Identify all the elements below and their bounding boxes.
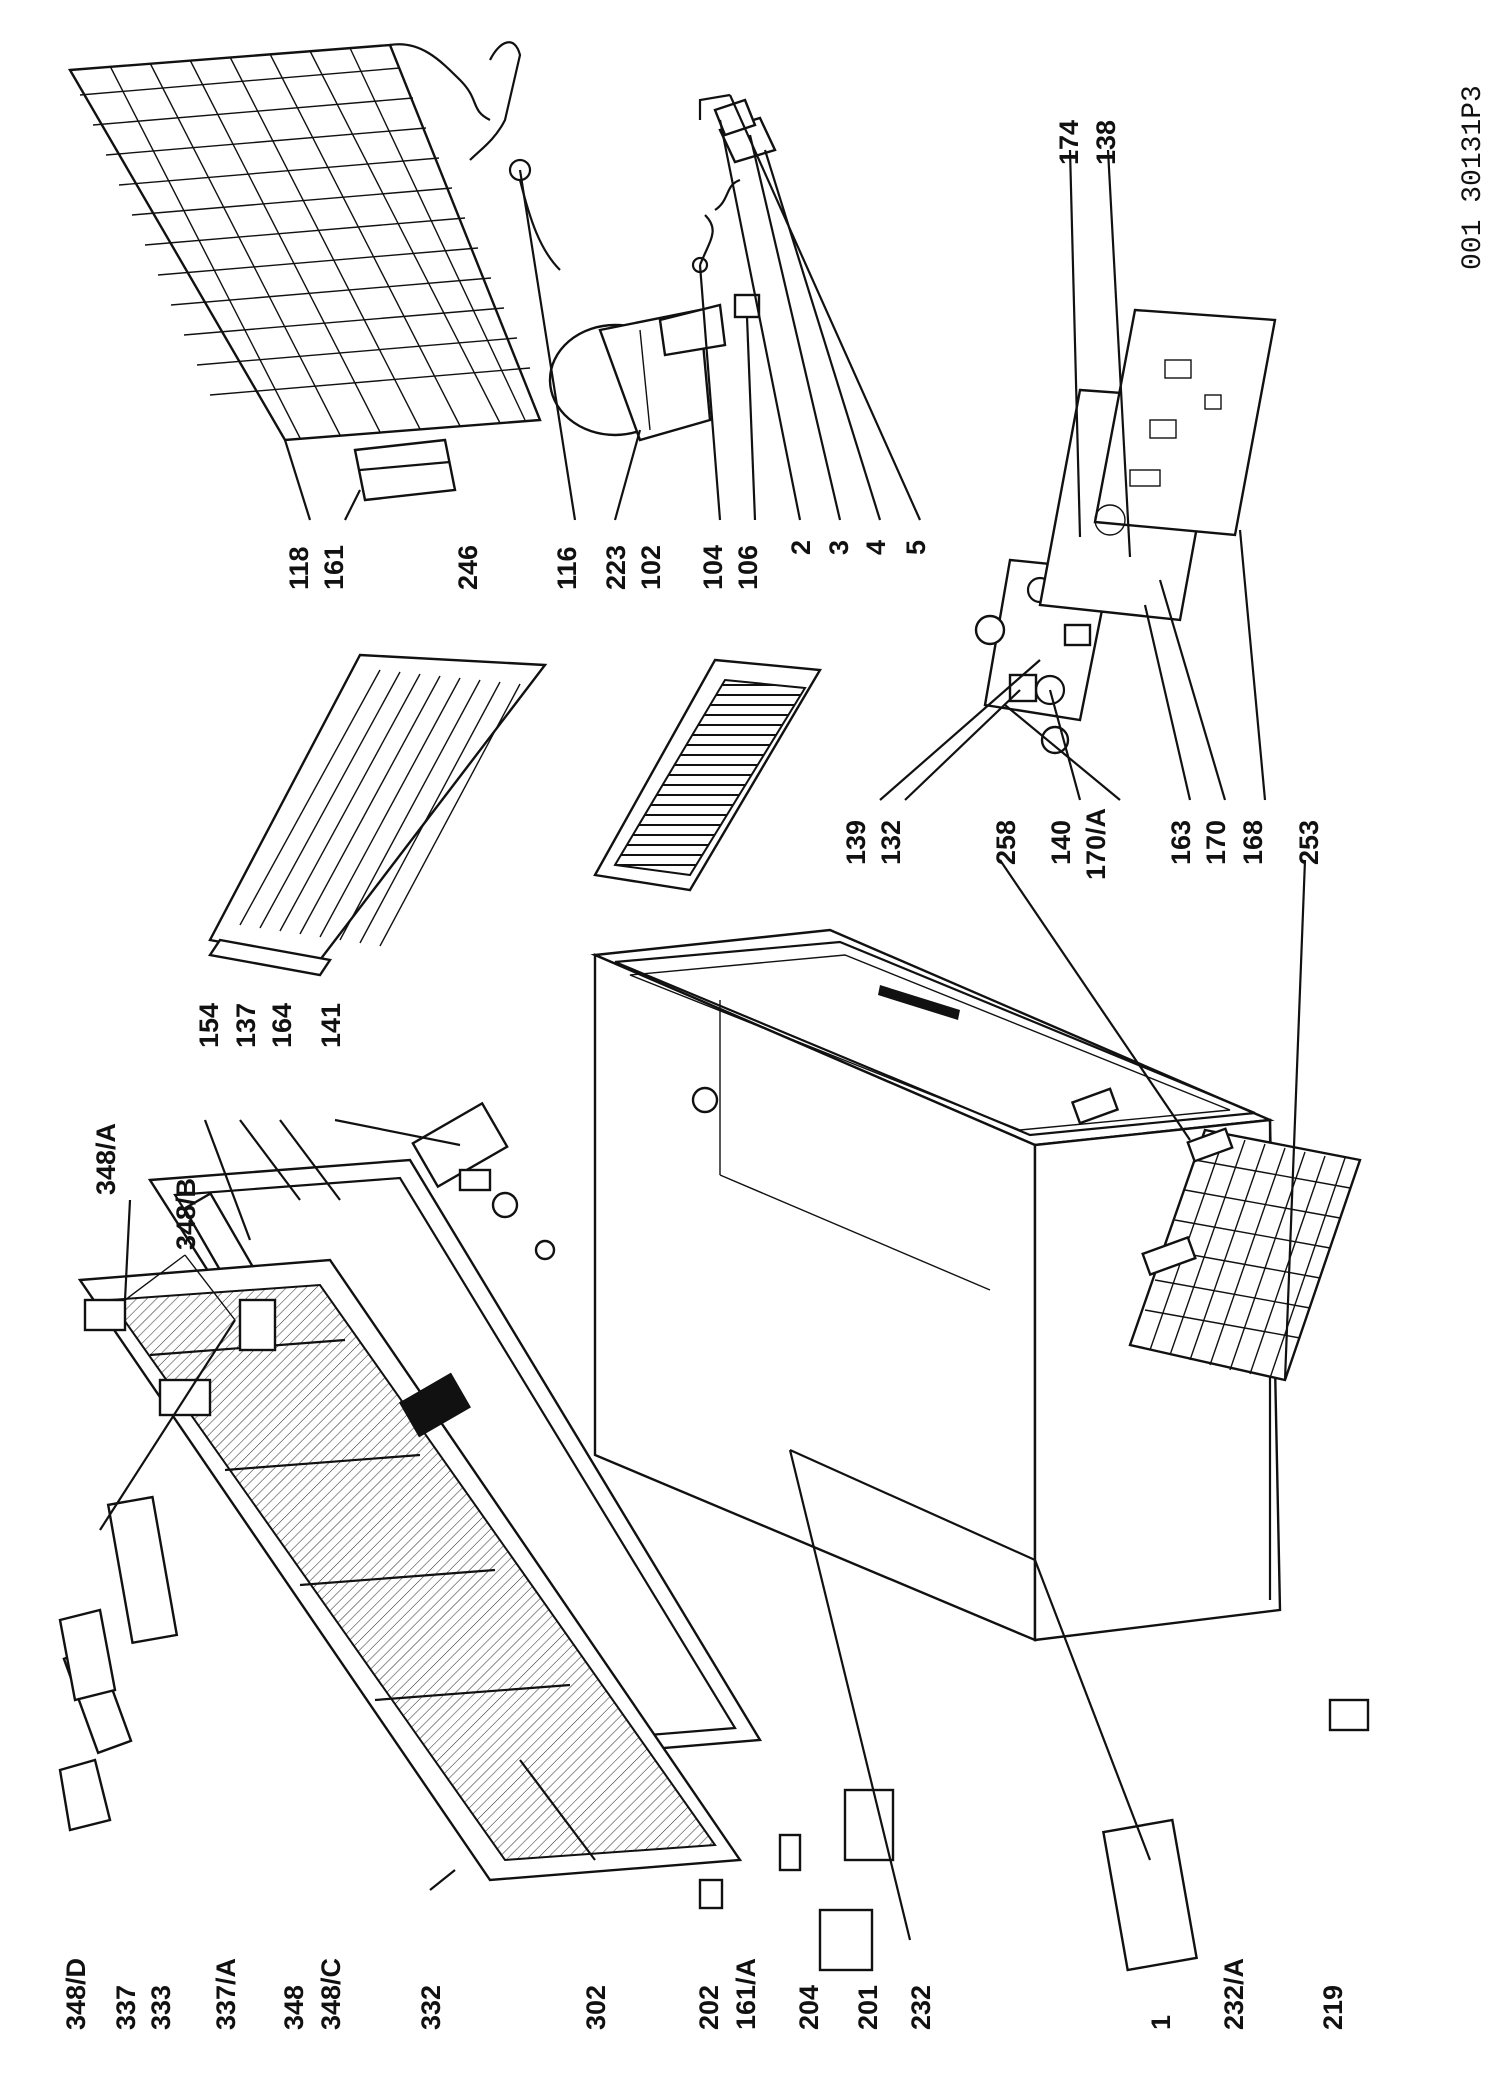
label-348c: 348/C bbox=[316, 1958, 346, 2030]
label-163: 163 bbox=[1166, 820, 1196, 865]
evaporator-tray bbox=[207, 653, 548, 977]
label-332: 332 bbox=[416, 1985, 446, 2030]
label-141: 141 bbox=[316, 1003, 346, 1048]
label-138: 138 bbox=[1091, 120, 1121, 165]
label-348b: 348/B bbox=[171, 1178, 201, 1250]
label-3: 3 bbox=[824, 540, 854, 555]
freezer-lid bbox=[77, 1258, 743, 1882]
label-174: 174 bbox=[1054, 120, 1084, 165]
label-170a: 170/A bbox=[1081, 808, 1111, 880]
part-labels: 118 161 246 116 223 102 104 106 2 3 4 5 … bbox=[61, 85, 1489, 2030]
label-246: 246 bbox=[453, 545, 483, 590]
label-219: 219 bbox=[1318, 1985, 1348, 2030]
label-337: 337 bbox=[111, 1985, 141, 2030]
label-201: 201 bbox=[853, 1985, 883, 2030]
label-2: 2 bbox=[786, 540, 816, 555]
label-154: 154 bbox=[194, 1003, 224, 1048]
leader-lines bbox=[99, 94, 1307, 1941]
label-168: 168 bbox=[1238, 820, 1268, 865]
label-140: 140 bbox=[1046, 820, 1076, 865]
label-106: 106 bbox=[733, 545, 763, 590]
label-348: 348 bbox=[279, 1985, 309, 2030]
label-232: 232 bbox=[906, 1985, 936, 2030]
label-164: 164 bbox=[267, 1003, 297, 1048]
label-333: 333 bbox=[146, 1985, 176, 2030]
label-258: 258 bbox=[991, 820, 1021, 865]
bottom-small-parts bbox=[698, 1698, 1370, 1972]
hinges bbox=[1141, 1127, 1234, 1277]
label-5: 5 bbox=[901, 540, 931, 555]
ventilation-grille bbox=[593, 658, 822, 892]
label-132: 132 bbox=[876, 820, 906, 865]
label-102: 102 bbox=[636, 545, 666, 590]
label-348d: 348/D bbox=[61, 1958, 91, 2030]
label-223: 223 bbox=[601, 545, 631, 590]
label-118: 118 bbox=[284, 546, 314, 590]
label-337a: 337/A bbox=[211, 1958, 241, 2030]
label-302: 302 bbox=[581, 1985, 611, 2030]
label-202: 202 bbox=[694, 1985, 724, 2030]
label-139: 139 bbox=[841, 820, 871, 865]
control-panel-front bbox=[1038, 308, 1277, 622]
condenser-coil bbox=[68, 43, 542, 442]
freezer-cabinet bbox=[590, 928, 1282, 1642]
label-161: 161 bbox=[319, 545, 349, 590]
drawing-code: 001 30131P3 bbox=[1458, 85, 1489, 270]
label-161a: 161/A bbox=[731, 1958, 761, 2030]
bracket-161 bbox=[353, 438, 457, 502]
filter-drier bbox=[469, 41, 561, 271]
label-116: 116 bbox=[552, 546, 582, 590]
relay-parts bbox=[691, 93, 777, 319]
wire-basket bbox=[1128, 1128, 1362, 1382]
label-170: 170 bbox=[1201, 820, 1231, 865]
label-4: 4 bbox=[861, 540, 891, 555]
label-137: 137 bbox=[231, 1003, 261, 1048]
label-1: 1 bbox=[1146, 2015, 1176, 2030]
label-253: 253 bbox=[1294, 820, 1324, 865]
compressor bbox=[548, 303, 727, 442]
label-348a: 348/A bbox=[91, 1123, 121, 1195]
label-104: 104 bbox=[698, 545, 728, 590]
label-204: 204 bbox=[794, 1985, 824, 2030]
label-232a: 232/A bbox=[1219, 1958, 1249, 2030]
